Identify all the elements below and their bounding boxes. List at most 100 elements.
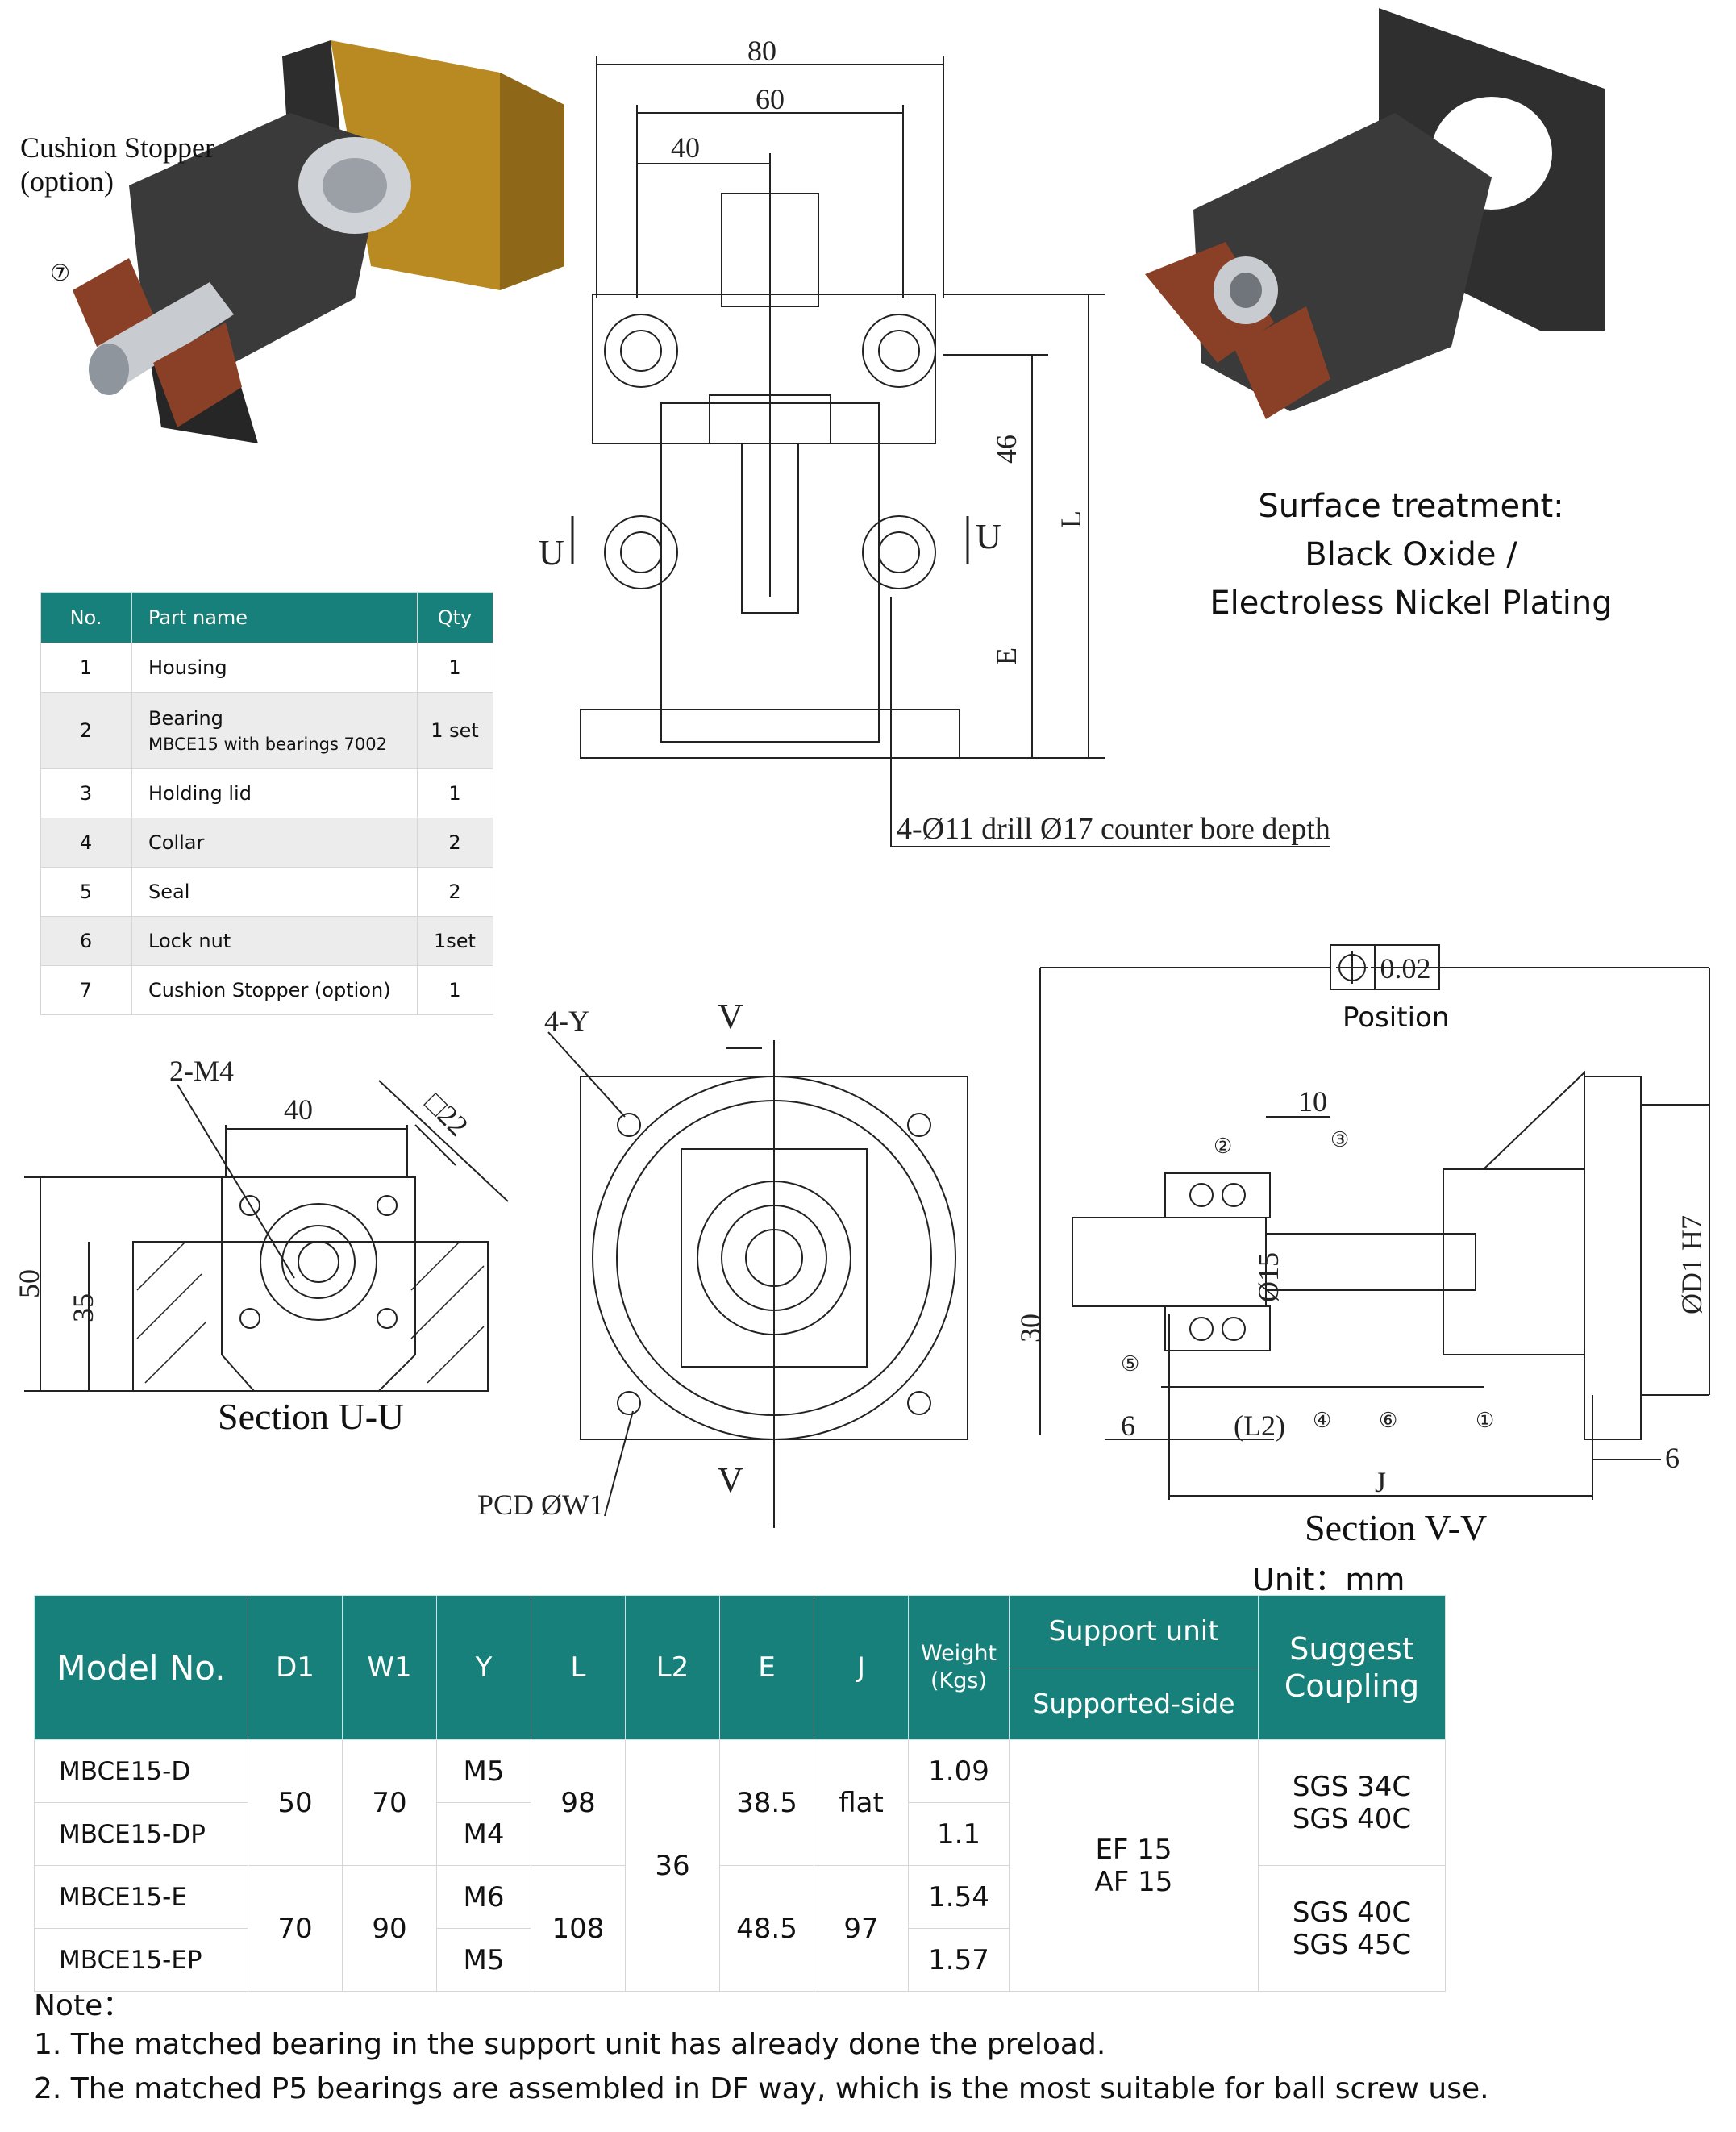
front-view-drawing: 80 60 40 46 L E U U 4-Ø11 drill Ø17 coun…: [539, 35, 1330, 847]
header-l: L: [531, 1595, 626, 1740]
part-qty: 1: [417, 965, 493, 1015]
table-row: MBCE15-E 70 90 M6 108 48.5 97 1.54 SGS 4…: [34, 1865, 1446, 1992]
coupling-cell: SGS 40C SGS 45C: [1258, 1865, 1446, 1992]
l2-cell: 36: [625, 1739, 720, 1992]
spec-header-row-2: Supported-side: [35, 1667, 1446, 1740]
w1-cell: 70: [342, 1739, 437, 1866]
header-l2: L2: [625, 1595, 720, 1740]
cushion-stopper-line1: Cushion Stopper: [20, 131, 215, 164]
header-supported-side: Supported-side: [1009, 1667, 1259, 1740]
coupling-line2: SGS 45C: [1292, 1928, 1412, 1961]
drill-note: 4-Ø11 drill Ø17 counter bore depth: [897, 812, 1330, 846]
section-uu-title: Section U-U: [218, 1396, 405, 1437]
spec-table: Model No. D1 W1 Y L L2 E J Weight (Kgs) …: [34, 1595, 1446, 1992]
section-mark-v-bottom: V: [718, 1460, 743, 1500]
part-name: Seal: [131, 867, 418, 917]
header-d1: D1: [248, 1595, 343, 1740]
header-weight-unit: (Kgs): [930, 1668, 987, 1693]
j-cell: flat: [814, 1739, 909, 1866]
part-name: Bearing: [148, 707, 223, 730]
parts-table-header: No. Part name Qty: [40, 592, 493, 643]
dim-6-right: 6: [1665, 1442, 1680, 1474]
section-mark-v-top: V: [718, 997, 743, 1036]
header-e: E: [719, 1595, 814, 1740]
dim-10: 10: [1298, 1085, 1327, 1118]
table-row: MBCE15-D 50 70 M5 98 36 38.5 flat 1.09 E…: [34, 1739, 1446, 1992]
parts-header-qty: Qty: [417, 592, 493, 643]
part-name-cell: Bearing MBCE15 with bearings 7002: [131, 692, 418, 769]
part-name: Cushion Stopper (option): [131, 965, 418, 1015]
motor-assembly-render: [73, 40, 564, 443]
dim-E: E: [990, 648, 1022, 665]
header-weight: Weight (Kgs): [908, 1595, 1010, 1740]
part-qty: 1: [417, 643, 493, 693]
part-name: Collar: [131, 818, 418, 868]
l-cell: 98: [531, 1739, 626, 1866]
weight-cell: 1.54: [908, 1865, 1010, 1929]
w1-cell: 90: [342, 1865, 437, 1992]
weight-cell: 1.1: [908, 1802, 1010, 1866]
tolerance-value: 0.02: [1380, 952, 1431, 985]
coupling-cell: SGS 34C SGS 40C: [1258, 1739, 1446, 1866]
coupling-line1: SGS 34C: [1292, 1770, 1412, 1803]
parts-header-name: Part name: [131, 592, 418, 643]
e-cell: 48.5: [719, 1865, 814, 1992]
m4-label: 2-M4: [169, 1055, 234, 1087]
table-row: 5 Seal 2: [40, 867, 493, 917]
e-cell: 38.5: [719, 1739, 814, 1866]
model-cell: MBCE15-EP: [34, 1928, 248, 1992]
part-no: 5: [40, 867, 132, 917]
note-item-1: 1. The matched bearing in the support un…: [34, 2028, 1106, 2061]
part-no: 6: [40, 916, 132, 966]
surface-treatment-label: Surface treatment: Black Oxide / Electro…: [1177, 482, 1645, 627]
section-vv-title: Section V-V: [1305, 1507, 1488, 1548]
supported-side-line2: AF 15: [1094, 1865, 1173, 1898]
header-support-unit: Support unit: [1009, 1595, 1259, 1668]
dim-L2: (L2): [1234, 1410, 1285, 1442]
coupling-line1: SGS 40C: [1292, 1896, 1412, 1929]
header-weight-label: Weight: [920, 1641, 997, 1666]
part-name: Holding lid: [131, 768, 418, 818]
surface-treatment-line3: Electroless Nickel Plating: [1209, 585, 1613, 622]
dim-J: J: [1375, 1466, 1386, 1498]
surface-treatment-line2: Black Oxide /: [1305, 536, 1517, 573]
note-title: Note：: [34, 1989, 132, 2022]
section-vv-drawing: 0.02 10 Ø15 30 6 (L2) J 6 ØD1 H7 ② ③ ⑤ ④…: [1014, 944, 1710, 1500]
supported-side-line1: EF 15: [1095, 1833, 1172, 1866]
spec-header-row-1: Model No. D1 W1 Y L L2 E J Weight (Kgs) …: [34, 1595, 1446, 1740]
weight-cell: 1.57: [908, 1928, 1010, 1992]
circle-3: ③: [1330, 1128, 1349, 1151]
parts-table: No. Part name Qty 1 Housing 1 2 Bearing …: [40, 592, 493, 1015]
section-mark-u-left: U: [539, 533, 564, 573]
d1-cell: 70: [248, 1865, 343, 1992]
dim-square-22: □22: [418, 1086, 474, 1142]
unit-label: Unit：mm: [1252, 1562, 1405, 1597]
part-no: 1: [40, 643, 132, 693]
header-w1: W1: [342, 1595, 437, 1740]
note-item-2: 2. The matched P5 bearings are assembled…: [34, 2072, 1489, 2105]
part-qty: 2: [417, 818, 493, 868]
dim-40-section: 40: [284, 1093, 313, 1126]
part-name: Lock nut: [131, 916, 418, 966]
part-subname: MBCE15 with bearings 7002: [148, 735, 387, 754]
dim-40-top: 40: [671, 131, 700, 164]
circle-5: ⑤: [1121, 1352, 1139, 1376]
table-row: 2 Bearing MBCE15 with bearings 7002 1 se…: [40, 692, 493, 769]
part-qty: 1set: [417, 916, 493, 966]
model-cell: MBCE15-E: [34, 1865, 248, 1929]
coupling-line2: SGS 40C: [1292, 1802, 1412, 1835]
top-view-drawing: 4-Y V V PCD ØW1: [477, 997, 968, 1528]
tolerance-caption: Position: [1343, 1001, 1450, 1034]
header-model: Model No.: [34, 1595, 248, 1740]
circle-7-label: ⑦: [50, 261, 71, 286]
section-uu-drawing: 2-M4 40 □22 50 35: [13, 1055, 509, 1392]
table-row: 6 Lock nut 1set: [40, 916, 493, 966]
circle-6: ⑥: [1379, 1409, 1397, 1432]
circle-1: ①: [1476, 1409, 1494, 1432]
j-cell: 97: [814, 1865, 909, 1992]
part-no: 3: [40, 768, 132, 818]
dim-6-left: 6: [1121, 1410, 1135, 1442]
cushion-stopper-line2: (option): [20, 165, 114, 198]
y-cell: M6: [436, 1865, 531, 1929]
dim-50: 50: [13, 1269, 45, 1298]
